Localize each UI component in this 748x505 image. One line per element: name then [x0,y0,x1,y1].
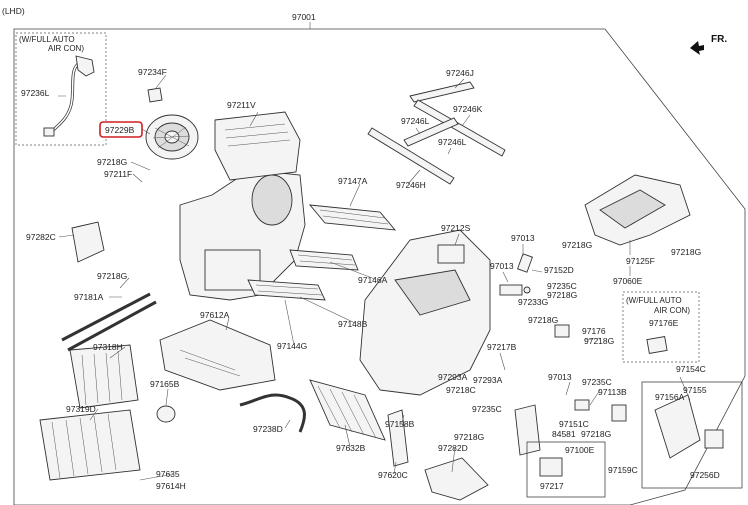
part-label-97147a[interactable]: 97147A [338,176,368,186]
part-label-97293a[interactable]: 97293A [438,372,468,382]
full-auto-box-left [15,32,107,146]
part-label-97156a[interactable]: 97156A [655,392,685,402]
part-label-97212s[interactable]: 97212S [441,223,471,233]
part-label-97152d[interactable]: 97152D [544,265,574,275]
filter-door-147 [308,204,397,231]
part-label-97113b[interactable]: 97113B [598,387,627,397]
front-arrow-icon [690,41,704,55]
part-label-97158b[interactable]: 97158B [385,419,415,429]
part-label-97614h[interactable]: 97614H [156,481,186,491]
part-label-97246j[interactable]: 97246J [446,68,474,78]
part-label-97282c[interactable]: 97282C [26,232,56,242]
part-label-97235c[interactable]: 97235C [582,377,612,387]
part-97229b[interactable]: 97229B [105,125,135,135]
full-auto-box-right [622,291,700,363]
part-label-97246l[interactable]: 97246L [438,137,467,147]
part-label-97218g[interactable]: 97218G [97,271,127,281]
part-label-97218g[interactable]: 97218G [562,240,592,250]
part-label-97218g[interactable]: 97218G [547,290,577,300]
part-label-97318h[interactable]: 97318H [93,342,123,352]
direction-label: FR. [711,34,727,45]
part-label-97176e[interactable]: 97176E [649,318,679,328]
box-100e [526,441,606,498]
part-label-97246h[interactable]: 97246H [396,180,426,190]
lower-case-612 [159,319,276,391]
part-label-97013[interactable]: 97013 [511,233,535,243]
part-label-97146a[interactable]: 97146A [358,275,388,285]
part-label-97218g[interactable]: 97218G [454,432,484,442]
part-label-97181a[interactable]: 97181A [74,292,104,302]
duct-282c [71,221,105,263]
part-label-97282d[interactable]: 97282D [438,443,468,453]
filter-door-148 [247,279,326,301]
part-label-97319d[interactable]: 97319D [66,404,96,414]
part-label-97620c[interactable]: 97620C [378,470,408,480]
part-620 [387,409,409,467]
part-label-97013[interactable]: 97013 [548,372,572,382]
part-label-97159c[interactable]: 97159C [608,465,638,475]
part-label-97246k[interactable]: 97246K [453,104,483,114]
heater-core [61,292,157,409]
part-label-97235c[interactable]: 97235C [472,404,502,414]
part-label-97236l[interactable]: 97236L [21,88,50,98]
part-label-97155[interactable]: 97155 [683,385,707,395]
box-155 [641,381,743,489]
part-label-97217[interactable]: 97217 [540,481,564,491]
note-full-auto-1: (W/FULL AUTO [19,35,75,44]
part-label-97218g[interactable]: 97218G [97,157,127,167]
part-label-97218g[interactable]: 97218G [581,429,611,439]
part-label-97165b[interactable]: 97165B [150,379,180,389]
part-label-97148b[interactable]: 97148B [338,319,368,329]
part-label-97154c[interactable]: 97154C [676,364,706,374]
part-label-97060e[interactable]: 97060E [613,276,643,286]
filter-door-146 [289,249,359,271]
part-label-97235c[interactable]: 97235C [547,281,577,291]
part-label-97151c[interactable]: 97151C [559,419,589,429]
part-label-97612a[interactable]: 97612A [200,310,230,320]
note-air-con-2: AIR CON) [654,306,690,315]
variant-label: (LHD) [2,6,25,16]
part-label-97100e[interactable]: 97100E [565,445,595,455]
note-full-auto-2: (W/FULL AUTO [626,296,682,305]
part-label-97013[interactable]: 97013 [490,261,514,271]
rods-246 [367,81,506,185]
part-label-97234f[interactable]: 97234F [138,67,167,77]
part-label-97218g[interactable]: 97218G [671,247,701,257]
part-label-97125f[interactable]: 97125F [626,256,655,266]
duct-282 [424,457,489,501]
part-label-97635[interactable]: 97635 [156,469,180,479]
assembly-number: 97001 [292,12,316,22]
part-label-97218c[interactable]: 97218C [446,385,476,395]
part-label-97211f[interactable]: 97211F [104,169,132,179]
part-label-97218g[interactable]: 97218G [584,336,614,346]
assembly-outline [13,28,746,505]
note-air-con-1: AIR CON) [48,44,84,53]
part-label-97632b[interactable]: 97632B [336,443,366,453]
filter-632 [309,379,386,441]
part-label-97238d[interactable]: 97238D [253,424,283,434]
part-label-97144g[interactable]: 97144G [277,341,307,351]
evaporator [39,405,176,481]
part-label-84581[interactable]: 84581 [552,429,576,439]
blower-fan [145,114,199,160]
highlighted-part-frame [99,121,143,138]
part-label-97211v[interactable]: 97211V [227,100,256,110]
part-label-97233g[interactable]: 97233G [518,297,548,307]
part-label-97293a[interactable]: 97293A [473,375,503,385]
part-label-97176[interactable]: 97176 [582,326,606,336]
part-label-97246l[interactable]: 97246L [401,116,430,126]
part-label-97256d[interactable]: 97256D [690,470,720,480]
part-label-97217b[interactable]: 97217B [487,342,517,352]
part-label-97218g[interactable]: 97218G [528,315,558,325]
